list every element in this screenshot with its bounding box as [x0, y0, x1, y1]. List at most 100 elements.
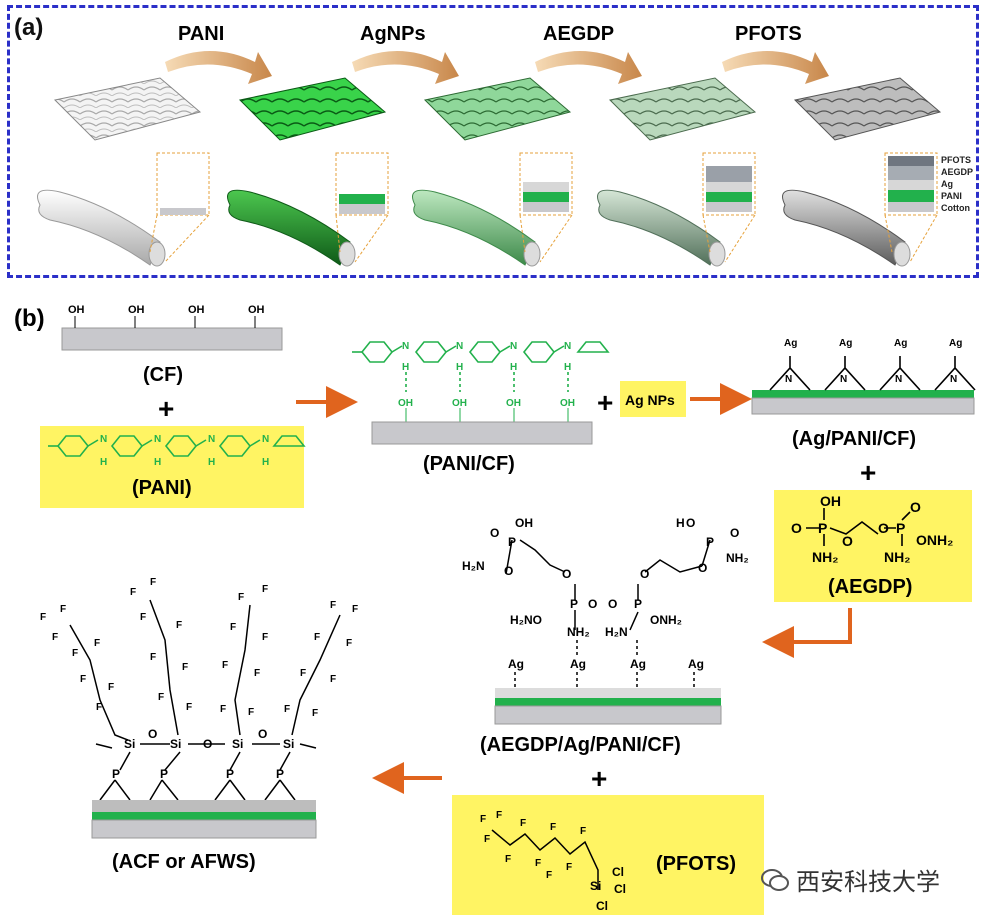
pani-nh-labels: NH NH NH NH: [100, 434, 269, 468]
svg-text:Ag: Ag: [949, 338, 962, 349]
fiber-pfots: [782, 152, 938, 267]
step-arrow: [535, 51, 642, 84]
layer-legend-pfots: PFOTS: [941, 155, 971, 165]
svg-text:Ag: Ag: [570, 657, 586, 671]
svg-text:O: O: [608, 597, 617, 611]
svg-text:O: O: [730, 526, 739, 540]
svg-text:Si: Si: [232, 737, 243, 751]
svg-text:NH₂: NH₂: [726, 551, 749, 565]
svg-text:F: F: [566, 862, 572, 873]
fabric-sheet-ag: [423, 77, 572, 141]
svg-text:H: H: [564, 362, 571, 373]
svg-text:F: F: [352, 604, 358, 615]
svg-text:F: F: [222, 660, 228, 671]
svg-text:H₂N: H₂N: [605, 625, 628, 639]
svg-text:N: N: [510, 341, 517, 352]
pani-cf-label: (PANI/CF): [423, 453, 515, 475]
plus-sign: +: [158, 393, 174, 424]
svg-text:F: F: [158, 692, 164, 703]
ag-nps-box: [620, 381, 686, 417]
svg-text:O: O: [640, 567, 649, 581]
svg-text:F: F: [108, 682, 114, 693]
svg-text:F: F: [480, 814, 486, 825]
svg-text:Ag: Ag: [688, 657, 704, 671]
layer-legend-aegdp: AEGDP: [941, 167, 973, 177]
svg-text:H: H: [510, 362, 517, 373]
pani-label: (PANI): [132, 477, 192, 499]
svg-text:F: F: [72, 648, 78, 659]
svg-text:N: N: [208, 434, 215, 445]
svg-text:ONH₂: ONH₂: [650, 613, 682, 627]
layer-legend-ag: Ag: [941, 179, 953, 189]
svg-text:O: O: [791, 520, 802, 536]
svg-text:OH: OH: [68, 304, 85, 316]
svg-text:Si: Si: [590, 879, 601, 893]
fabric-sheet-pfots: [793, 77, 942, 141]
svg-text:N: N: [402, 341, 409, 352]
svg-text:F: F: [176, 620, 182, 631]
svg-text:Cl: Cl: [614, 882, 626, 896]
svg-text:F: F: [254, 668, 260, 679]
svg-text:F: F: [230, 622, 236, 633]
svg-text:P: P: [276, 767, 284, 781]
ag-pani-cf-structure: AgN AgN AgN AgN: [751, 338, 976, 415]
svg-text:O: O: [698, 561, 707, 575]
svg-text:OH: OH: [188, 304, 205, 316]
svg-text:N: N: [564, 341, 571, 352]
svg-text:H: H: [676, 516, 685, 530]
panel-b-label: (b): [14, 305, 45, 332]
svg-text:P: P: [226, 767, 234, 781]
svg-text:O: O: [562, 567, 571, 581]
svg-text:O: O: [878, 520, 889, 536]
svg-text:O: O: [686, 516, 695, 530]
step-label-pani: PANI: [178, 23, 224, 45]
pfots-highlight-box: [452, 795, 764, 915]
svg-text:Ag: Ag: [630, 657, 646, 671]
aegdp-ag-pani-cf-label: (AEGDP/Ag/PANI/CF): [480, 734, 681, 756]
process-arrow: [762, 608, 852, 658]
svg-text:OH: OH: [560, 398, 575, 409]
svg-text:Ag: Ag: [784, 338, 797, 349]
svg-text:F: F: [505, 854, 511, 865]
svg-text:F: F: [140, 612, 146, 623]
wechat-icon: [761, 868, 789, 891]
watermark: 西安科技大学: [760, 862, 940, 897]
svg-text:F: F: [248, 707, 254, 718]
aegdp-highlight-box: [774, 490, 972, 602]
svg-text:OH: OH: [452, 398, 467, 409]
svg-text:H: H: [208, 457, 215, 468]
pani-chain-structure: [48, 435, 306, 457]
svg-text:Si: Si: [170, 737, 181, 751]
step-arrow: [722, 51, 829, 84]
aegdp-label: (AEGDP): [828, 576, 912, 598]
plus-sign: +: [591, 763, 607, 794]
svg-text:N: N: [785, 374, 792, 385]
svg-text:NH₂: NH₂: [812, 549, 838, 565]
svg-text:Ag: Ag: [839, 338, 852, 349]
svg-text:N: N: [456, 341, 463, 352]
svg-text:F: F: [330, 674, 336, 685]
svg-text:O: O: [203, 737, 212, 751]
svg-text:NH₂: NH₂: [567, 625, 590, 639]
svg-text:OH: OH: [128, 304, 145, 316]
svg-text:H: H: [154, 457, 161, 468]
svg-text:O: O: [842, 533, 853, 549]
svg-text:OH: OH: [515, 516, 533, 530]
fiber-ag: [412, 152, 573, 267]
svg-text:F: F: [546, 870, 552, 881]
svg-text:H: H: [100, 457, 107, 468]
svg-text:Ag: Ag: [508, 657, 524, 671]
svg-text:F: F: [130, 587, 136, 598]
step-label-agnps: AgNPs: [360, 23, 426, 45]
ag-pani-cf-label: (Ag/PANI/CF): [792, 428, 916, 450]
svg-text:Si: Si: [124, 737, 135, 751]
svg-text:O: O: [504, 564, 513, 578]
svg-text:F: F: [238, 592, 244, 603]
svg-text:F: F: [40, 612, 46, 623]
svg-text:H₂N: H₂N: [462, 559, 485, 573]
ag-nps-label: Ag NPs: [625, 392, 675, 408]
svg-text:OH: OH: [398, 398, 413, 409]
svg-text:O: O: [148, 727, 157, 741]
